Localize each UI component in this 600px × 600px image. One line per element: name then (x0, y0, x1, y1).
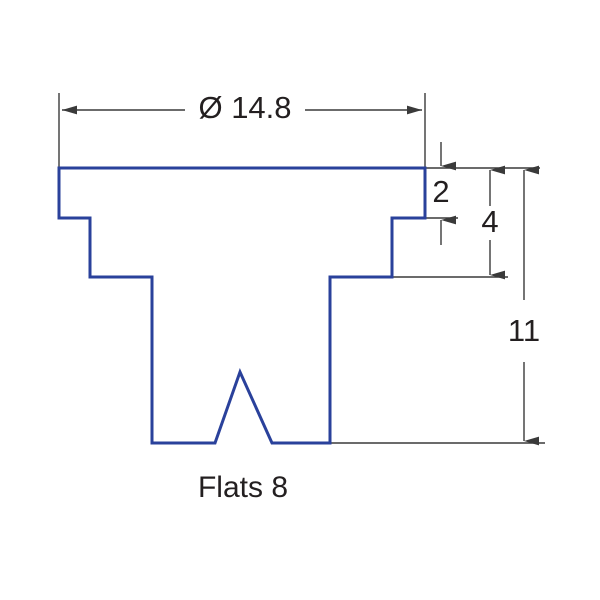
dimension-label-4: 4 (481, 204, 498, 239)
dimension-step-4: 4 (481, 165, 505, 280)
part-profile-outline (57, 166, 427, 445)
dimension-label-2: 2 (432, 174, 449, 209)
dimension-overall-11: 11 (508, 165, 540, 446)
dimension-label-11: 11 (508, 313, 540, 348)
dimension-step-2: 2 (432, 142, 456, 245)
dimension-label-diameter: Ø 14.8 (198, 90, 291, 125)
dimension-diameter: Ø 14.8 (62, 90, 422, 125)
extension-lines (58, 93, 545, 444)
drawing-caption: Flats 8 (198, 471, 288, 504)
